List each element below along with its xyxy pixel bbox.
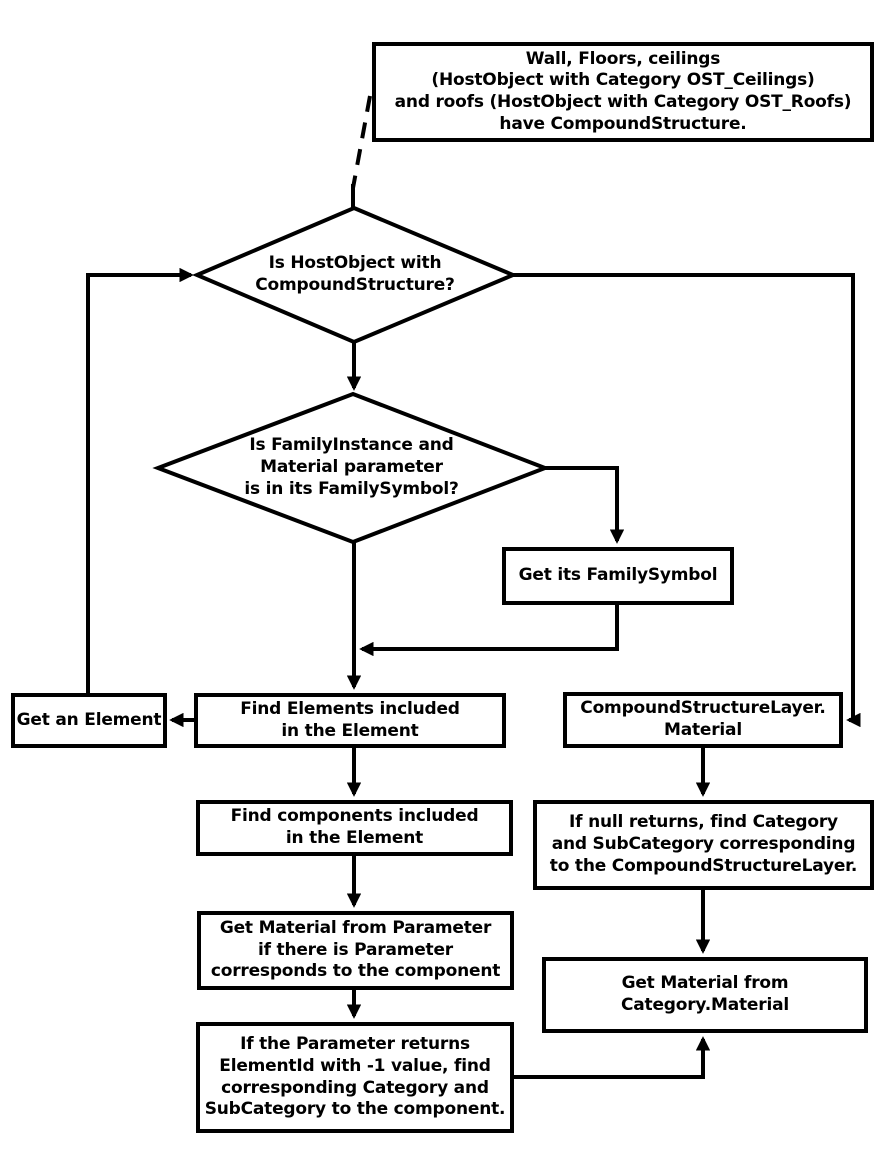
node-find-elements-label: Find Elements included in the Element [240, 698, 460, 741]
node-if-parameter-returns: If the Parameter returns ElementId with … [196, 1022, 514, 1133]
node-get-material-parameter-label: Get Material from Parameter if there is … [210, 917, 501, 982]
node-get-family-symbol: Get its FamilySymbol [502, 547, 734, 605]
decision-is-hostobject-label: Is HostObject with CompoundStructure? [255, 253, 455, 295]
node-if-null-returns: If null returns, find Category and SubCa… [533, 800, 874, 890]
edge-isfamilyinstance-to-famsymbol [545, 466, 625, 544]
node-get-material-category-label: Get Material from Category.Material [621, 973, 789, 1015]
decision-is-hostobject-shape [191, 205, 519, 345]
decision-is-familyinstance-shape [152, 391, 551, 545]
decision-is-familyinstance: Is FamilyInstance and Material parameter… [158, 394, 545, 542]
node-if-parameter-returns-label: If the Parameter returns ElementId with … [204, 1034, 506, 1120]
node-get-family-symbol-label: Get its FamilySymbol [518, 565, 718, 586]
edge-ifparameter-to-getmaterialcategory [514, 1036, 711, 1079]
node-get-an-element-label: Get an Element [16, 709, 162, 730]
node-get-material-parameter: Get Material from Parameter if there is … [197, 911, 514, 990]
edge-getelement-to-ishostobject [86, 267, 194, 693]
node-if-null-returns-label: If null returns, find Category and SubCa… [549, 812, 858, 876]
node-compound-structure-layer-label: CompoundStructureLayer. Material [580, 698, 826, 740]
edge-famsymbol-to-mainline [359, 605, 619, 657]
decision-is-hostobject: Is HostObject with CompoundStructure? [197, 208, 513, 342]
node-get-material-category: Get Material from Category.Material [542, 957, 868, 1033]
node-find-components-label: Find components included in the Element [230, 806, 479, 848]
decision-is-familyinstance-label: Is FamilyInstance and Material parameter… [244, 435, 459, 499]
node-host-note: Wall, Floors, ceilings (HostObject with … [372, 42, 874, 142]
node-get-an-element: Get an Element [11, 693, 167, 748]
edge-ishostobject-to-csl [513, 273, 861, 728]
node-find-components: Find components included in the Element [196, 800, 513, 856]
node-host-note-label: Wall, Floors, ceilings (HostObject with … [394, 48, 852, 134]
node-compound-structure-layer: CompoundStructureLayer. Material [563, 692, 843, 748]
node-find-elements: Find Elements included in the Element [194, 693, 506, 748]
edge-note-dashed [351, 95, 372, 189]
